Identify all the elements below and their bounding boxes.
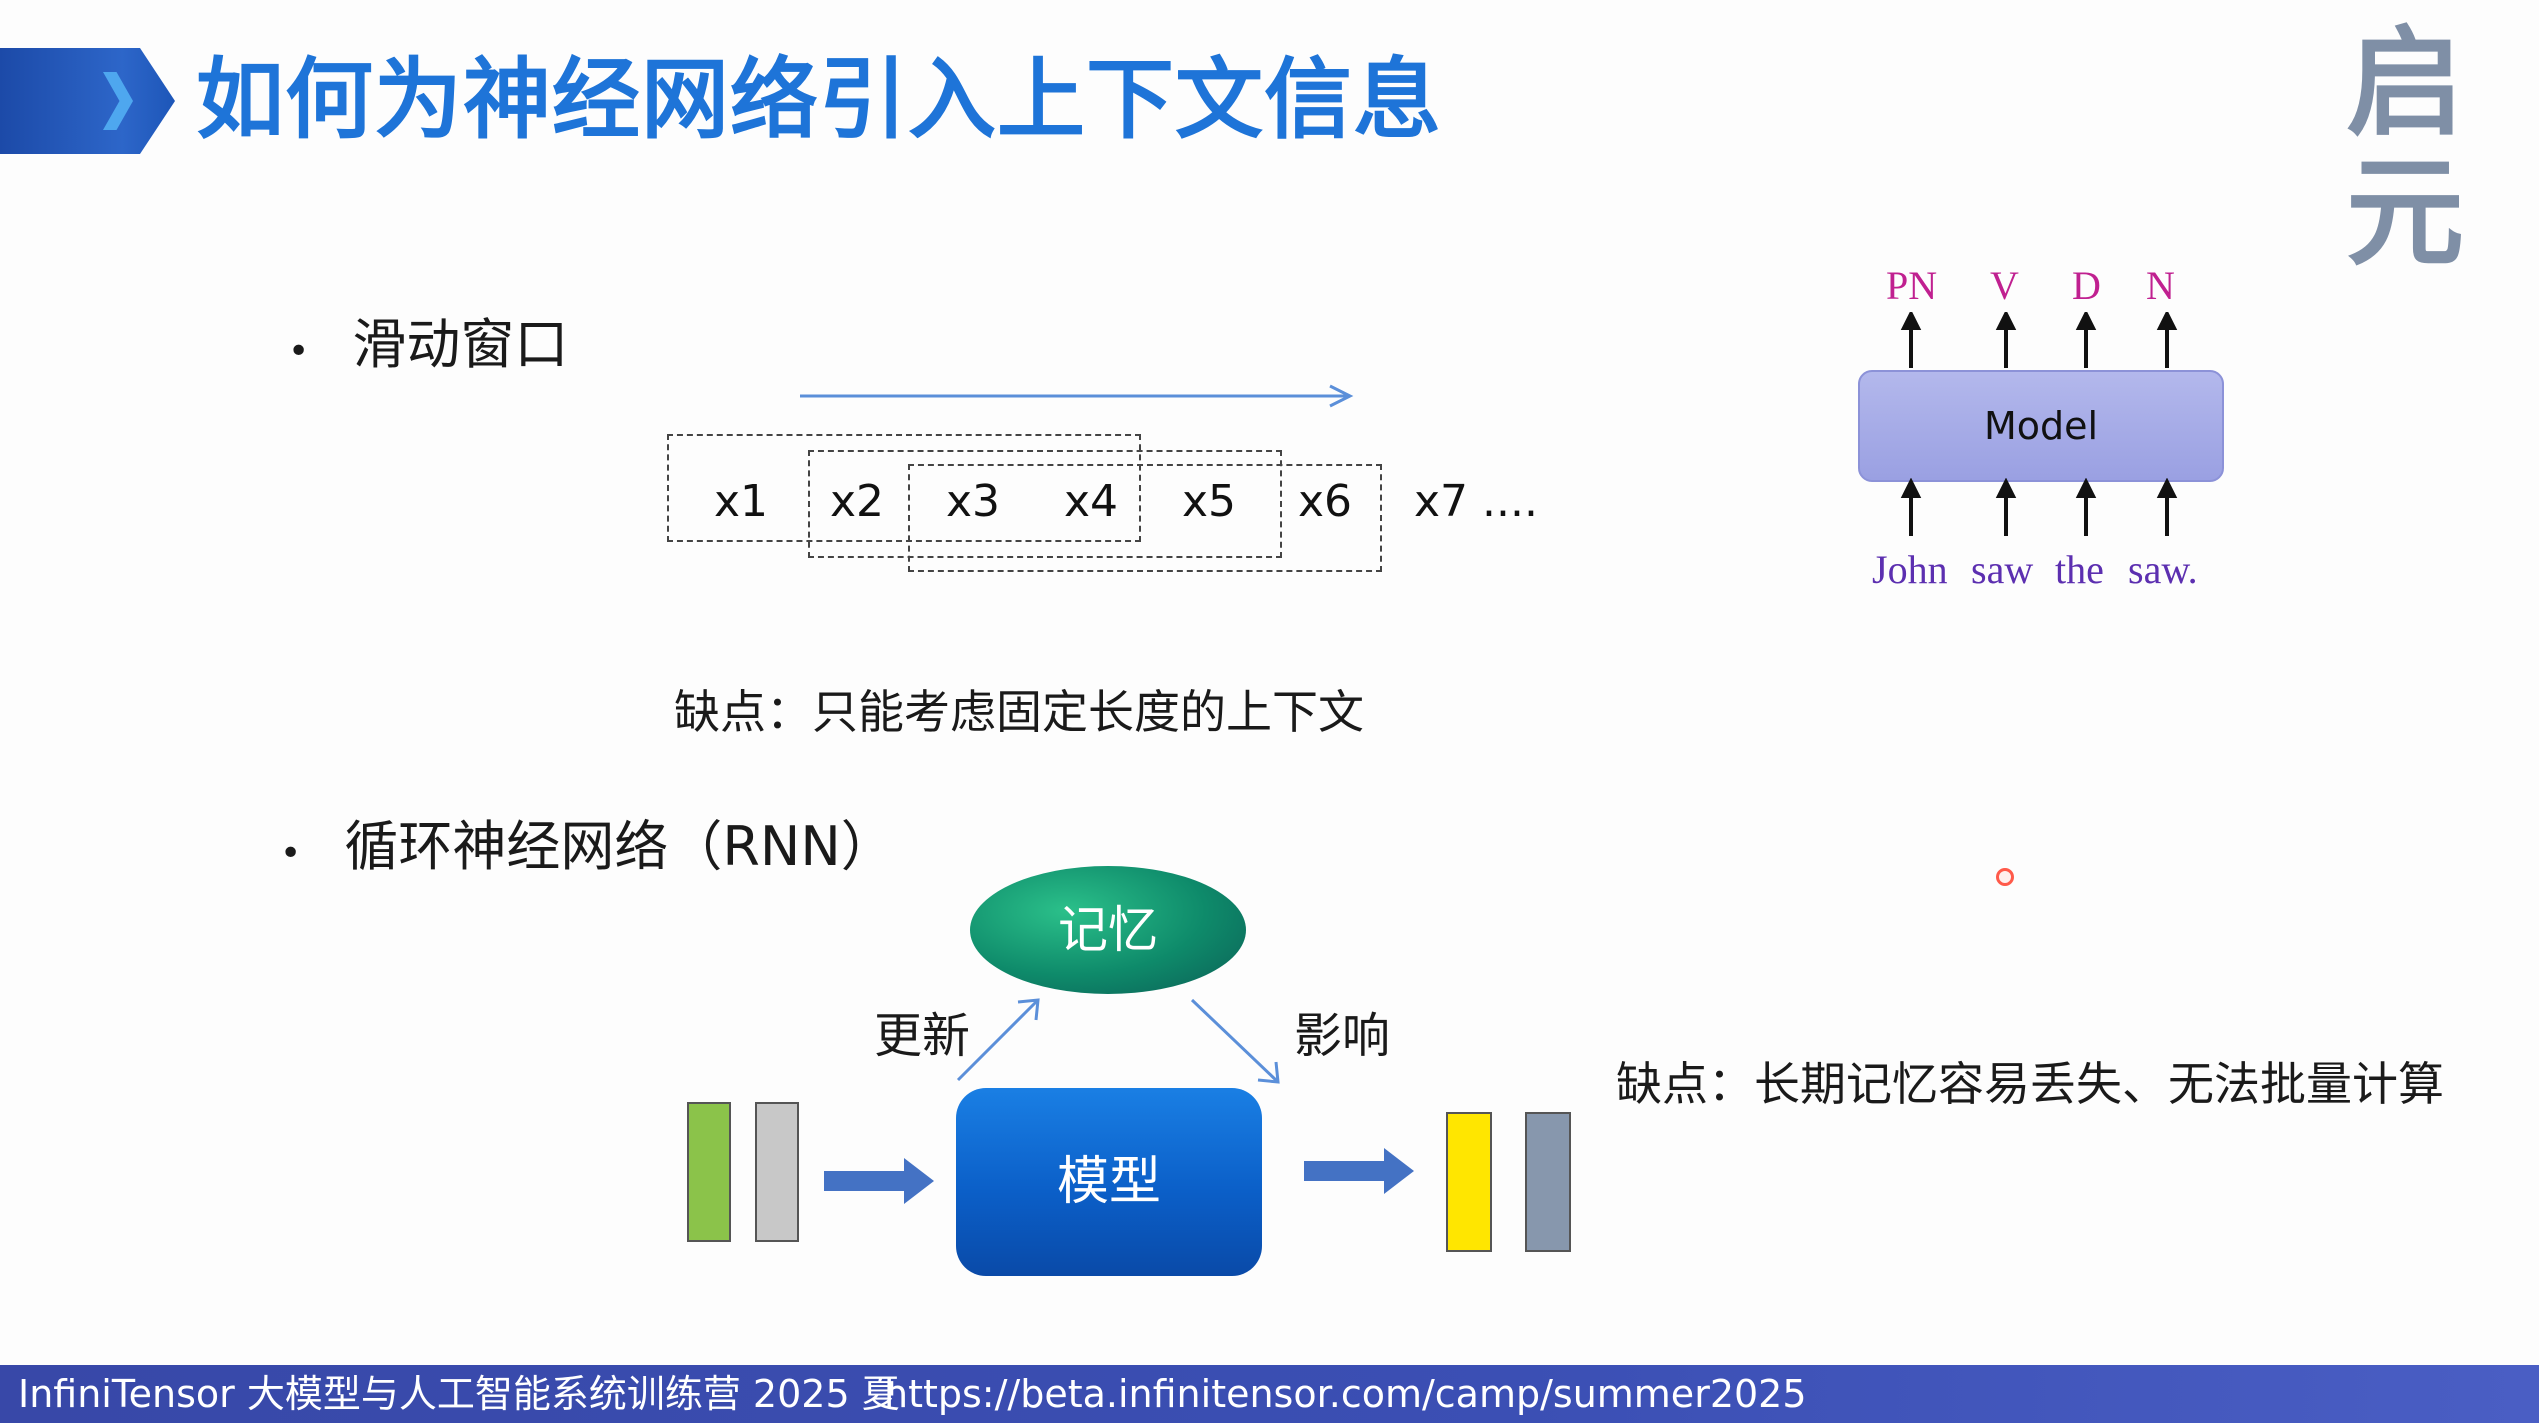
word-john: John [1872, 547, 1948, 592]
sliding-window-heading: 滑动窗口 [352, 313, 569, 376]
token-x6: x6 [1298, 476, 1353, 527]
token-x5: x5 [1182, 476, 1237, 527]
token-x7: x7 .... [1414, 476, 1538, 527]
window-2 [808, 450, 1282, 558]
bullet-dot: • [288, 331, 310, 372]
memory-flow-arrows [956, 998, 1280, 1084]
input-vector-green [687, 1102, 731, 1242]
footer-url[interactable]: https://beta.infinitensor.com/camp/summe… [884, 1372, 1807, 1416]
token-x3: x3 [946, 476, 1001, 527]
bullet-sliding-window: • 滑动窗口 [288, 300, 568, 379]
sliding-window-drawback: 缺点：只能考虑固定长度的上下文 [674, 685, 1364, 739]
tag-d: D [2072, 263, 2101, 308]
rnn-model-box: 模型 [956, 1088, 1262, 1276]
window-3 [908, 464, 1382, 572]
output-vector-yellow [1446, 1112, 1492, 1252]
input-arrows [1900, 478, 2178, 536]
input-arrow-icon [824, 1158, 934, 1204]
tag-v: V [1990, 263, 2019, 308]
token-x1: x1 [714, 476, 769, 527]
output-arrow-icon [1304, 1148, 1414, 1194]
footer-course-name: InfiniTensor 大模型与人工智能系统训练营 2025 夏 [18, 1372, 900, 1416]
output-arrows [1900, 312, 2178, 368]
tagger-model-box: Model [1858, 370, 2224, 482]
word-the: the [2055, 547, 2104, 592]
word-saw-2: saw. [2128, 547, 2198, 592]
tag-pn: PN [1886, 263, 1938, 308]
influence-label: 影响 [1294, 1008, 1391, 1064]
input-vector-gray [755, 1102, 799, 1242]
tag-n: N [2146, 263, 2175, 308]
footer-bar: InfiniTensor 大模型与人工智能系统训练营 2025 夏 https:… [0, 1365, 2539, 1423]
word-saw: saw [1971, 547, 2034, 592]
laser-pointer-icon [1996, 868, 2014, 886]
bullet-dot: • [280, 833, 302, 874]
slide-title: 如何为神经网络引入上下文信息 [196, 48, 1443, 151]
token-x2: x2 [830, 476, 885, 527]
output-vector-slate [1525, 1112, 1571, 1252]
title-banner-decoration [0, 48, 175, 154]
brand-logo: 启元 [2345, 14, 2464, 282]
update-label: 更新 [874, 1008, 971, 1064]
slide-direction-arrow [800, 384, 1354, 408]
window-1 [667, 434, 1141, 542]
bullet-rnn: • 循环神经网络（RNN） [280, 802, 895, 881]
token-x4: x4 [1064, 476, 1119, 527]
memory-ellipse: 记忆 [970, 866, 1246, 994]
rnn-heading: 循环神经网络（RNN） [344, 815, 895, 878]
rnn-drawback: 缺点：长期记忆容易丢失、无法批量计算 [1616, 1057, 2444, 1111]
